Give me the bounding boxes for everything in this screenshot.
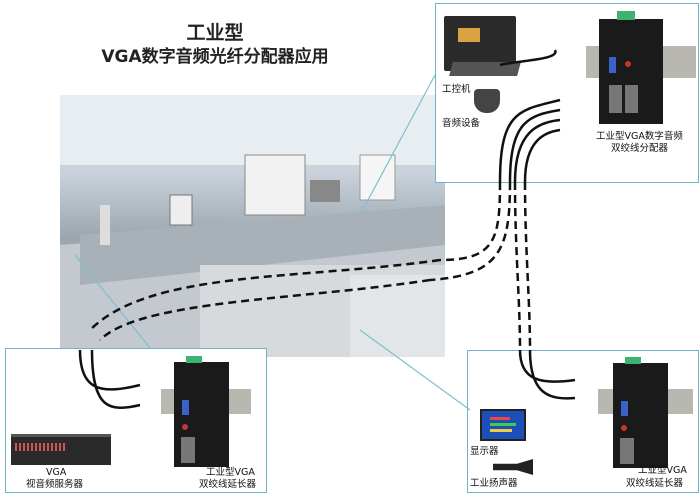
splitter-label-line2: 双绞线分配器 bbox=[611, 143, 669, 154]
diagram-subtitle: VGA数字音频光纤分配器应用 bbox=[101, 47, 329, 67]
monitor-image bbox=[480, 409, 526, 441]
factory-production-line-photo bbox=[60, 95, 445, 357]
av-server-image bbox=[11, 434, 111, 465]
audio-device-image bbox=[474, 89, 500, 113]
rj45-ports bbox=[181, 437, 195, 463]
keyboard-image bbox=[449, 62, 521, 76]
ipc-label: 工控机 bbox=[442, 84, 471, 95]
vga-extender-device bbox=[613, 357, 668, 468]
monitor-label: 显示器 bbox=[470, 446, 499, 457]
terminal-block bbox=[625, 357, 641, 364]
vga-port bbox=[609, 57, 616, 73]
splitter-panel: 工控机 音频设备 工业型VGA数字音频 双绞线分配器 bbox=[435, 3, 699, 183]
production-line-drawing bbox=[60, 95, 445, 357]
extender-label-line1: 工业型VGA bbox=[638, 465, 687, 476]
terminal-block bbox=[617, 11, 635, 20]
vga-port bbox=[621, 401, 628, 416]
server-label-line1: VGA bbox=[46, 467, 67, 478]
vga-extender-device bbox=[174, 356, 229, 467]
audio-device-label: 音频设备 bbox=[442, 118, 481, 129]
server-extender-panel: VGA 视音频服务器 工业型VGA 双绞线延长器 bbox=[5, 348, 267, 493]
splitter-label-line1: 工业型VGA数字音频 bbox=[596, 131, 683, 142]
monitor-extender-panel: 显示器 工业扬声器 工业型VGA 双绞线延长器 bbox=[467, 350, 699, 493]
speaker-label: 工业扬声器 bbox=[470, 478, 518, 489]
rj45-ports bbox=[609, 85, 639, 113]
vga-port bbox=[182, 400, 189, 415]
audio-port bbox=[182, 424, 188, 430]
speaker-image bbox=[493, 459, 533, 475]
extender-label-line1: 工业型VGA bbox=[206, 467, 255, 478]
extender-label-line2: 双绞线延长器 bbox=[626, 478, 684, 489]
rj45-ports bbox=[620, 438, 634, 464]
audio-port bbox=[625, 61, 631, 67]
audio-port bbox=[621, 425, 627, 431]
vga-audio-splitter-device bbox=[599, 11, 663, 124]
server-label-line2: 视音频服务器 bbox=[26, 479, 84, 490]
diagram-title: 工业型 bbox=[186, 22, 244, 44]
extender-label-line2: 双绞线延长器 bbox=[199, 479, 257, 490]
terminal-block bbox=[186, 356, 202, 363]
